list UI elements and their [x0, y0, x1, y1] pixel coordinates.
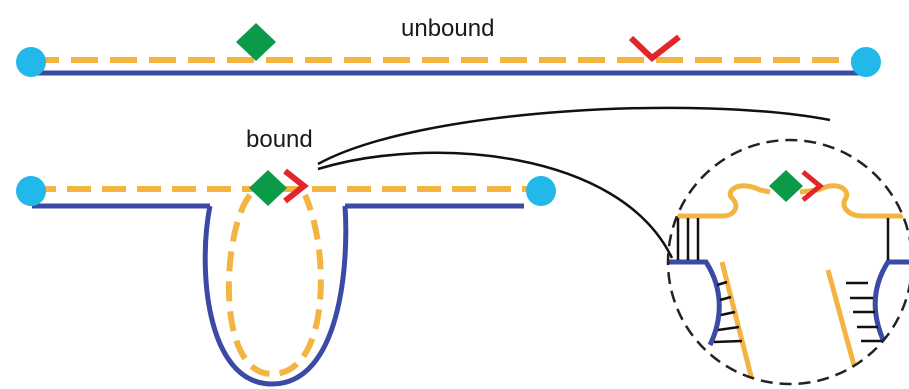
callout-line-lower — [317, 151, 674, 259]
bound-red-chevron-icon — [283, 168, 309, 204]
zoom-green-diamond-icon — [769, 170, 803, 202]
zoom-inset — [666, 138, 909, 386]
unbound-green-diamond-icon — [236, 23, 276, 61]
bound-label: bound — [246, 126, 313, 153]
zoom-circle-outline — [666, 138, 909, 386]
bound-state: bound — [16, 126, 556, 387]
zoom-red-chevron-icon — [801, 170, 824, 202]
zoom-callout-lines — [317, 106, 831, 259]
zoom-backbone-left — [668, 259, 722, 347]
unbound-state: unbound — [16, 15, 881, 77]
bound-right-end-cap — [526, 176, 556, 206]
bound-green-diamond-icon — [249, 170, 287, 206]
zoom-probe-diagonal-left — [719, 261, 755, 381]
bound-left-end-cap — [16, 176, 46, 206]
bound-probe-loop — [225, 193, 324, 378]
zoom-rungs-lower — [713, 280, 884, 344]
bound-backbone-loop — [202, 205, 349, 387]
callout-line-upper — [317, 106, 831, 166]
unbound-label: unbound — [401, 15, 494, 42]
unbound-right-end-cap — [851, 47, 881, 77]
zoom-probe-strand-top — [668, 183, 909, 219]
unbound-red-chevron-icon — [628, 34, 681, 62]
zoom-rungs-upper — [676, 218, 890, 260]
zoom-probe-diagonal-right — [825, 269, 861, 381]
unbound-left-end-cap — [16, 47, 46, 77]
